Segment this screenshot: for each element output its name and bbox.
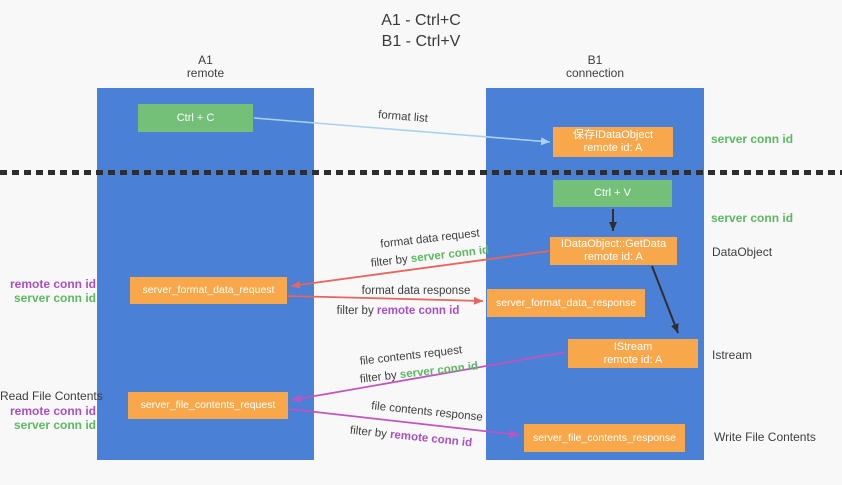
node-server-file-contents-request: server_file_contents_request [128,392,288,419]
node-ctrl-c-label: Ctrl + C [176,111,215,124]
arrow-getdata-to-istream [651,265,679,334]
node-ctrl-v-label: Ctrl + V [594,187,631,199]
node-server-format-data-response: server_format_data_response [487,289,645,317]
node-server-file-contents-request-label: server_file_contents_request [140,399,276,411]
node-save-idataobject: 保存IDataObject remote id: A [553,127,673,157]
arrow-file-contents-request [291,351,567,403]
node-server-file-contents-response-label: server_file_contents_response [532,431,676,444]
node-idataobject-getdata-line2: remote id: A [584,251,643,263]
diagram-title: A1 - Ctrl+C B1 - Ctrl+V [0,10,842,52]
node-ctrl-v: Ctrl + V [553,180,672,207]
side-label-read-file-contents: Read File Contents [0,389,103,403]
node-istream-line2: remote id: A [603,353,663,366]
arrow-format-list [253,117,551,146]
lifeline-a1-subtitle: remote [186,66,225,80]
node-istream: IStream remote id: A [568,339,698,368]
filter-by-text: filter by [336,305,374,317]
lifeline-b1-name: B1 [587,53,603,67]
side-label-server-conn-id-2: server conn id [13,418,96,432]
node-server-format-data-request: server_format_data_request [130,277,287,304]
node-save-idataobject-line1: 保存IDataObject [572,129,654,141]
side-label-server-conn-id-top: server conn id [711,132,794,146]
arrow-format-data-request [290,250,550,289]
side-label-dataobject: DataObject [712,245,773,259]
node-server-format-data-response-label: server_format_data_response [495,296,637,309]
node-save-idataobject-line2: remote id: A [583,142,643,154]
dashed-separator-line [0,170,842,175]
node-idataobject-getdata-line1: IDataObject::GetData [560,238,667,250]
side-label-server-conn-id-mid: server conn id [711,211,794,225]
lifeline-b1-subtitle: connection [565,66,625,80]
title-line-2: B1 - Ctrl+V [381,33,461,50]
lifeline-a1-name: A1 [198,53,213,67]
node-istream-line1: IStream [613,340,653,353]
remote-conn-id-text: remote conn id [376,305,460,317]
label-format-data-response: format data response [361,285,471,297]
side-label-istream: Istream [712,348,753,362]
arrow-format-data-response [287,295,484,305]
label-filter-by-remote-conn-id-1: filter by remote conn id [337,305,460,317]
lifeline-header-b1: B1 connection [486,54,704,80]
lifeline-header-a1: A1 remote [97,54,314,80]
node-server-format-data-request-label: server_format_data_request [142,284,275,296]
node-ctrl-c: Ctrl + C [138,104,253,132]
node-server-file-contents-response: server_file_contents_response [524,424,685,452]
side-label-write-file-contents: Write File Contents [714,430,816,444]
side-label-remote-conn-id-1: remote conn id [9,277,96,291]
node-idataobject-getdata: IDataObject::GetData remote id: A [550,237,677,265]
side-label-remote-conn-id-2: remote conn id [9,404,96,418]
title-line-1: A1 - Ctrl+C [381,12,461,29]
arrow-file-contents-response [288,408,520,438]
side-label-server-conn-id-1: server conn id [13,291,96,305]
